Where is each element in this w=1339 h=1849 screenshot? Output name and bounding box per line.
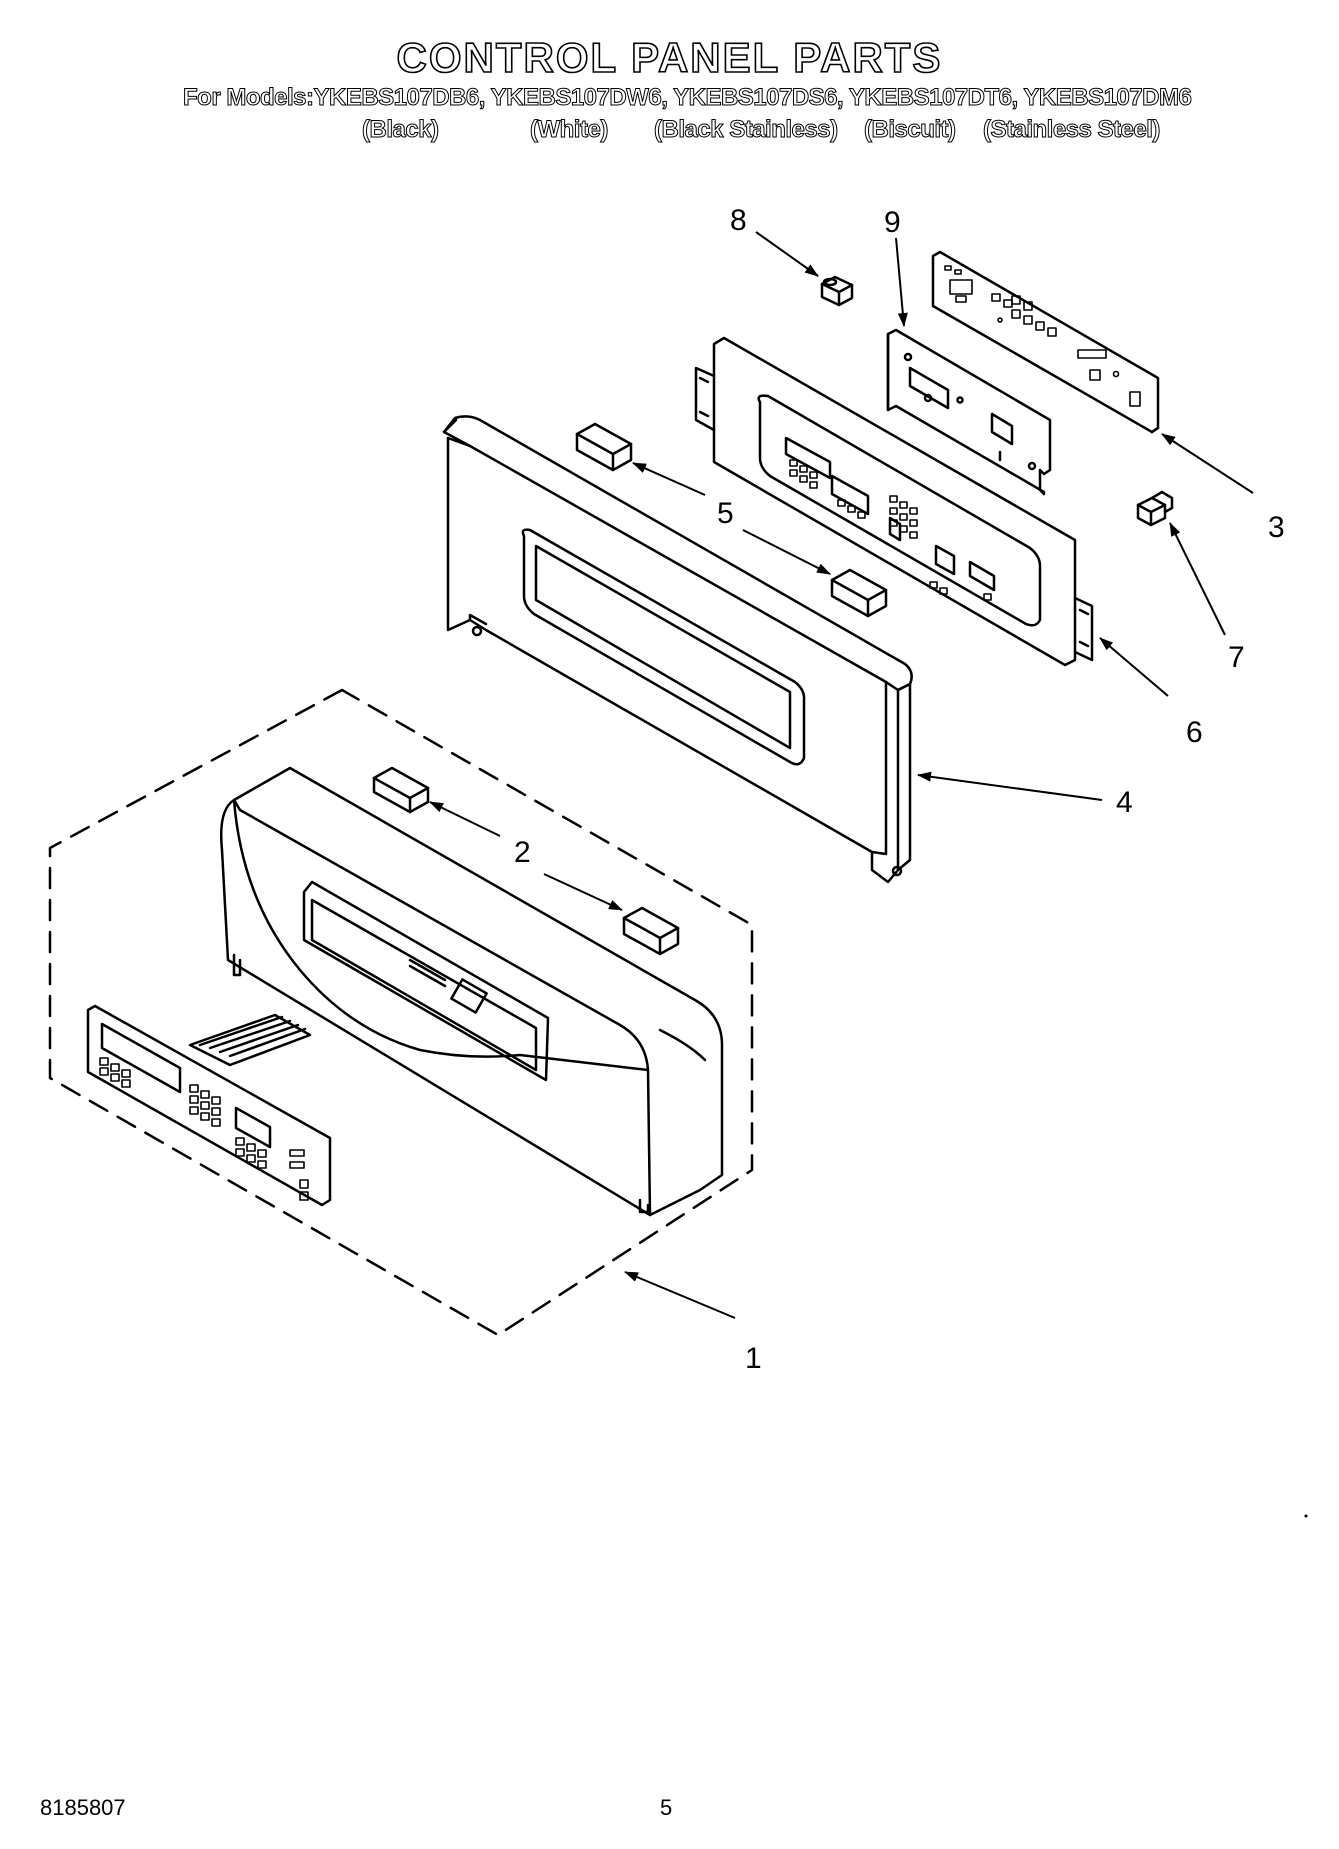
leader-4 <box>917 771 1103 801</box>
part-2-spacer-upper <box>372 766 430 814</box>
finish-label-white: (White) <box>530 116 609 144</box>
part-1-console-housing <box>220 766 724 1217</box>
document-number: 8185807 <box>40 1795 126 1820</box>
leader-1 <box>624 1271 736 1319</box>
finish-label-black-stainless: (Black Stainless) <box>654 116 839 144</box>
stray-dot <box>1304 1514 1308 1518</box>
callout-8: 8 <box>730 204 747 237</box>
leader-7 <box>1169 522 1226 636</box>
callout-4: 4 <box>1116 786 1133 819</box>
callout-6: 6 <box>1186 716 1203 749</box>
leader-6 <box>1099 637 1169 697</box>
models-line: For Models:YKEBS107DB6, YKEBS107DW6, YKE… <box>182 84 1192 112</box>
page-number: 5 <box>660 1795 673 1820</box>
part-4-panel-frame <box>442 415 913 884</box>
callout-3: 3 <box>1268 511 1285 544</box>
finish-label-black: (Black) <box>362 116 440 144</box>
leader-5-lower <box>742 529 831 575</box>
part-7-standoff <box>1136 490 1174 527</box>
leader-8 <box>755 231 819 277</box>
callout-9: 9 <box>884 206 901 239</box>
leader-2-lower <box>543 873 623 911</box>
callout-7: 7 <box>1228 641 1245 674</box>
part-1-keypad-overlay <box>86 1004 332 1207</box>
part-2-spacer-lower <box>622 906 680 956</box>
callout-5: 5 <box>717 497 734 530</box>
part-5-spacer-upper <box>575 422 633 472</box>
callout-2: 2 <box>514 836 531 869</box>
leader-2-upper <box>429 801 501 837</box>
part-5-spacer-lower <box>830 568 888 618</box>
leader-3 <box>1161 433 1254 494</box>
page-title: CONTROL PANEL PARTS <box>396 33 943 82</box>
part-1-assembly-outline <box>48 688 754 1337</box>
part-6-bracket-panel <box>694 336 1094 667</box>
finish-label-biscuit: (Biscuit) <box>864 116 957 144</box>
part-3-control-board <box>931 250 1160 434</box>
part-8-spacer <box>820 275 854 307</box>
callout-1: 1 <box>745 1342 762 1375</box>
leader-5-upper <box>632 462 706 496</box>
finish-label-stainless-steel: (Stainless Steel) <box>983 116 1161 144</box>
leader-9 <box>895 237 908 327</box>
part-9-insulator-board <box>886 328 1052 496</box>
